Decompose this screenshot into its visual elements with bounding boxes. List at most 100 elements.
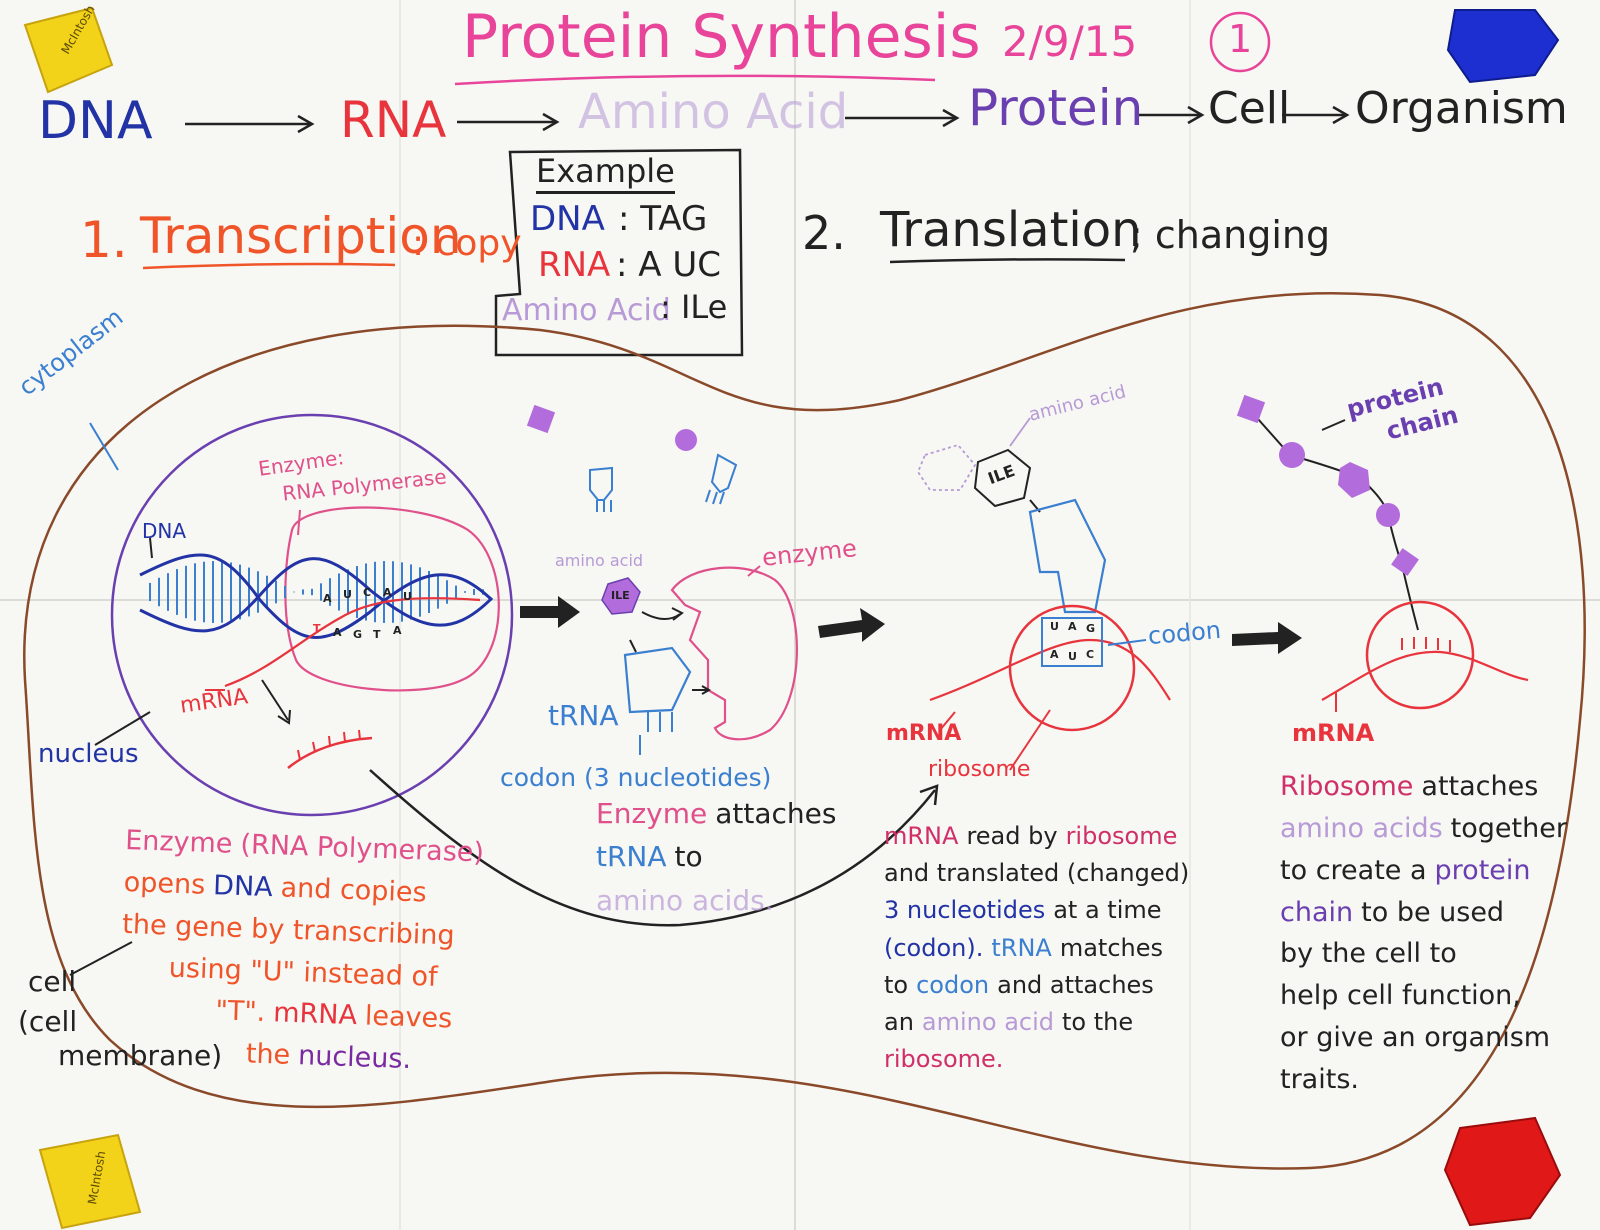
date: 2/9/15 [1002,17,1138,66]
flow-dna: DNA [38,91,153,151]
ribosome-label: ribosome [928,757,1031,782]
transcription-title: Transcription [140,207,462,265]
translation-title: Translation [880,202,1142,258]
cell-membrane-label-2: (cell [18,1005,78,1038]
codon-letter: U [1068,650,1077,663]
faint-amino-acid [916,443,977,491]
codon-pointer-stage3 [1107,639,1147,646]
stage-arrow-3 [1232,622,1302,654]
mrna-strand-nucleus [224,597,481,688]
trna-label: tRNA [548,699,619,732]
enzyme-pointer-stage2 [747,565,761,577]
amino-acid-shape [675,429,697,451]
page-number: 1 [1228,17,1253,61]
magnet-bottom-left: McIntosh [38,1133,142,1230]
mrna-exit-arrowhead [277,709,291,725]
protein-chain-pointer [1321,419,1346,431]
codon-box [1041,617,1103,667]
ribosome-ticks [1401,637,1451,652]
trna-shape-stage3 [1028,498,1107,614]
dna-helix-rungs [149,561,484,623]
magnet-top-right [1446,9,1560,84]
trna-small-legs [596,500,612,512]
amino-acid-label-stage2: amino acid [555,551,644,570]
ribosome-circle-stage4 [1365,600,1475,710]
dna-label: DNA [142,519,187,543]
mrna-label-stage4: mRNA [1292,719,1375,747]
translation-meaning: ; changing [1130,213,1331,257]
mrna-strand-stage3 [929,638,1171,702]
trna-small-icon [589,466,613,501]
nucleus-pointer [94,711,151,746]
trna-to-enzyme-arrowhead [701,685,712,695]
protein-chain-amino [1236,394,1266,424]
caption-line: traits. [1280,1063,1359,1095]
example-amino-value: : ILe [660,288,728,326]
rna-polymerase-enzyme [284,506,500,692]
trna-anticodon-legs [647,712,673,732]
flow-organism: Organism [1355,83,1568,134]
protein-chain-amino [1338,462,1370,498]
ile-to-enzyme-arrowhead [671,607,684,621]
protein-chain-amino [1279,442,1305,468]
dna-pointer [149,537,153,559]
translation-underline [889,258,1126,264]
example-rna-label: RNA [538,245,611,285]
nucleus-outline [110,413,514,817]
example-amino-label: Amino Acid [502,293,671,328]
caption-line: help cell function, [1280,980,1521,1012]
enzyme-pointer [297,509,301,536]
enzyme-shape [670,566,798,741]
ile-label-stage2: ILE [611,589,630,602]
flow-arrowhead [1187,105,1205,125]
page-number-circle [1209,11,1271,73]
caption-line: ribosome. [884,1045,1004,1074]
trna-small-icon [710,453,738,494]
mrna-exit-arrow [261,679,289,721]
example-box [494,148,744,357]
flow-arrowhead [1332,105,1350,125]
translation-number: 2. [802,206,846,260]
ile-amino-acid-stage2 [601,577,641,615]
mrna-pointer-stage3 [939,711,956,731]
ribosome-pointer [1009,709,1051,771]
codon-letter: G [1086,622,1096,635]
dna-strand-bottom [139,557,494,633]
trna-small-legs [705,489,725,505]
stage-arrow-1 [520,596,580,628]
base-letter: A [333,626,342,639]
base-letter: T [373,628,381,641]
magnet-bottom-right [1443,1116,1562,1227]
flow-arrowhead [542,112,560,132]
magnet-top-left: McIntosh [23,3,114,94]
title-underline [454,74,936,86]
amino-acid-pointer [1009,417,1031,447]
cell-membrane-label-3: membrane) [58,1039,223,1072]
base-letter: T [313,622,321,635]
example-rna-value: : A UC [616,245,721,285]
amino-acid-shape [526,404,556,434]
base-letter: G [353,628,363,641]
mrna-travel-arrow [369,769,936,927]
codon-nucleotides-label: codon (3 nucleotides) [500,763,772,792]
cytoplasm-pointer [89,422,119,471]
mrna-label-stage3: mRNA [886,721,962,746]
stage-arrow-2 [818,608,885,642]
page-title: Protein Synthesis [462,2,981,72]
flow-cell: Cell [1208,83,1291,134]
flow-amino-acid: Amino Acid [578,84,849,140]
transcription-meaning: : copy [412,223,522,264]
caption-line: by the cell to [1280,938,1457,970]
